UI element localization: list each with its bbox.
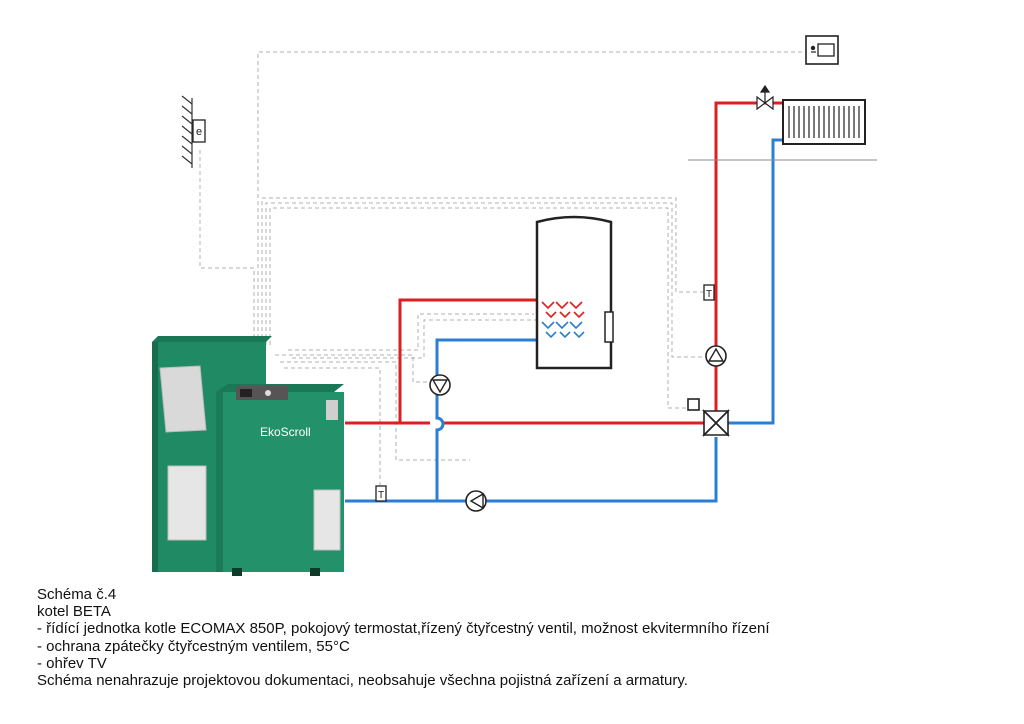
boiler-door <box>313 489 341 551</box>
heating-schematic: e <box>152 35 877 576</box>
heating-temp-sensor-label: T <box>706 289 712 300</box>
hopper-cover <box>167 465 207 541</box>
return-pump-icon <box>465 490 487 512</box>
outdoor-sensor-label: e <box>196 126 202 138</box>
heating-temp-sensor: T <box>703 284 715 301</box>
tank-heating-coil <box>541 301 585 339</box>
tank-pump-icon <box>429 374 451 396</box>
boiler: EkoScroll <box>152 336 344 576</box>
return-temp-sensor-label: T <box>378 490 384 501</box>
caption: Schéma č.4 kotel BETA - řídící jednotka … <box>37 586 997 689</box>
hopper-panel <box>159 365 207 433</box>
caption-boiler-type: kotel BETA <box>37 603 111 621</box>
caption-return-protection: - ochrana zpátečky čtyřcestným ventilem,… <box>37 637 350 655</box>
return-temp-sensor: T <box>375 485 387 502</box>
four-way-valve-icon <box>687 398 730 437</box>
caption-disclaimer: Schéma nenahrazuje projektovou dokumenta… <box>37 672 688 690</box>
boiler-brand: EkoScroll <box>260 425 311 439</box>
heating-pump-icon <box>705 345 727 367</box>
room-thermostat-icon <box>805 35 839 65</box>
caption-hot-water: - ohřev TV <box>37 654 107 672</box>
caption-scheme-number: Schéma č.4 <box>37 586 117 603</box>
radiator-icon <box>782 99 866 145</box>
radiator-valve-icon <box>756 84 774 111</box>
boiler-handle <box>326 400 338 420</box>
outdoor-wall <box>181 95 193 168</box>
outdoor-sensor: e <box>192 119 206 143</box>
signal-lines <box>199 51 822 488</box>
hot-water-tank <box>535 215 614 370</box>
caption-control-description: - řídící jednotka kotle ECOMAX 850P, pok… <box>37 620 770 638</box>
boiler-hopper <box>152 336 272 342</box>
